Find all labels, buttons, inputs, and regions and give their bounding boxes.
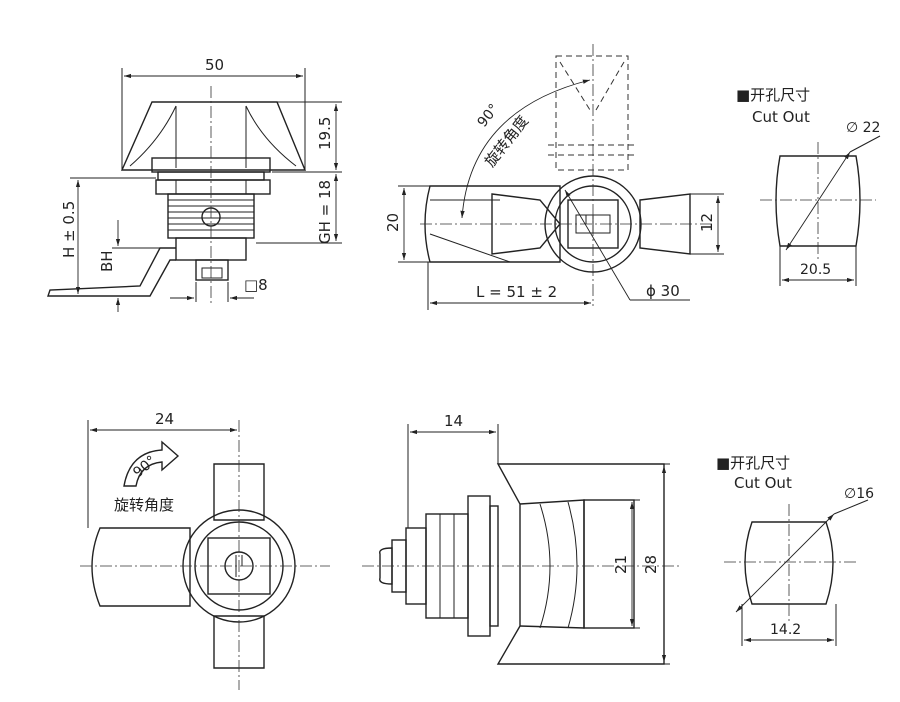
dimension-21: 21 [612,555,630,574]
dimension-dia-22: ∅ 22 [846,120,880,136]
dimension-28: 28 [642,555,660,574]
dimension-l: L = 51 ± 2 [476,283,557,301]
dimension-gh: GH = 18 [316,180,334,244]
dimension-19-5: 19.5 [316,117,334,150]
cut-out-bottom-right: ■开孔尺寸 Cut Out ∅16 14.2 [716,454,874,646]
front-view-bottom-left: 24 90° 旋转角度 [80,410,330,690]
rotation-angle-bottom: 旋转角度 [114,496,174,514]
cut-out-top-right: ■开孔尺寸 Cut Out ∅ 22 20.5 [736,86,880,286]
angle-90-bottom: 90° [130,453,159,481]
dimension-12: 12 [698,213,716,232]
dimension-phi-30: ϕ 30 [646,282,680,300]
dimension-14: 14 [444,412,463,430]
dimension-24: 24 [155,410,174,428]
dimension-square-8: □8 [244,276,268,294]
dimension-dia-16: ∅16 [844,486,874,502]
cut-out-title-cn-1: ■开孔尺寸 [736,86,810,104]
dimension-bh: BH [98,250,116,272]
angle-90-top: 90° [475,101,503,130]
side-view-top-left: 50 19.5 GH = 18 H ± 0.5 BH □8 [47,56,342,312]
cut-out-title-en-1: Cut Out [752,108,810,126]
dimension-50: 50 [205,56,224,74]
dimension-14-2: 14.2 [770,622,801,638]
dimension-20-5: 20.5 [800,262,831,278]
side-view-bottom-middle: 14 21 28 [362,412,680,665]
front-view-top-middle: 90° 旋转角度 20 12 L = 51 ± 2 ϕ 30 [384,44,724,310]
cut-out-title-cn-2: ■开孔尺寸 [716,454,790,472]
cut-out-title-en-2: Cut Out [734,474,792,492]
dimension-h: H ± 0.5 [60,201,78,258]
dimension-20: 20 [384,213,402,232]
